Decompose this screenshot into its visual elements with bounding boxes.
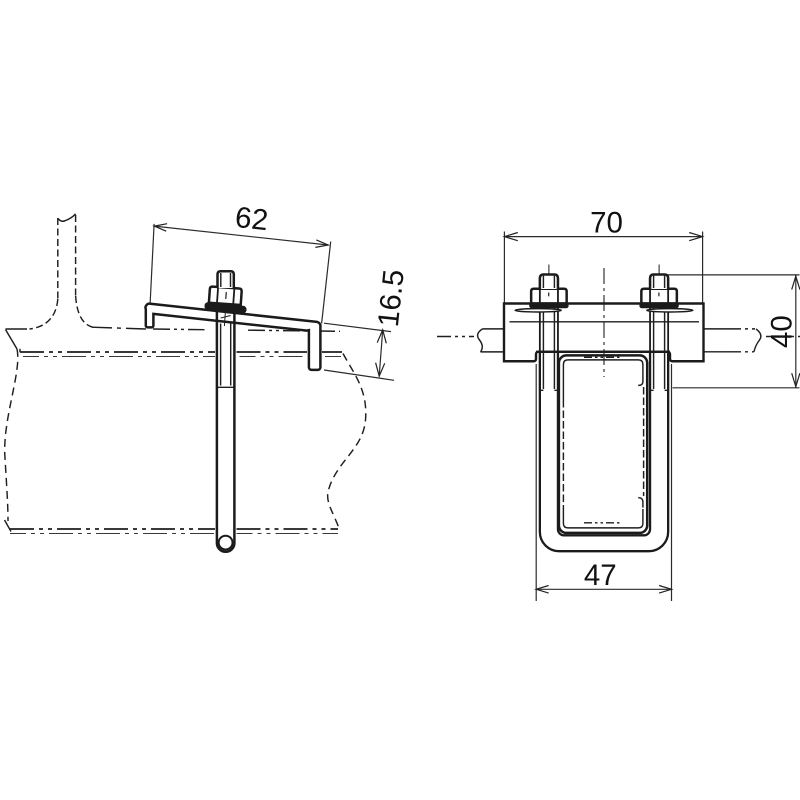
svg-text:47: 47: [584, 559, 617, 592]
svg-text:16.5: 16.5: [372, 268, 411, 329]
svg-text:70: 70: [590, 206, 623, 239]
svg-text:62: 62: [234, 201, 270, 237]
svg-text:40: 40: [766, 315, 799, 348]
